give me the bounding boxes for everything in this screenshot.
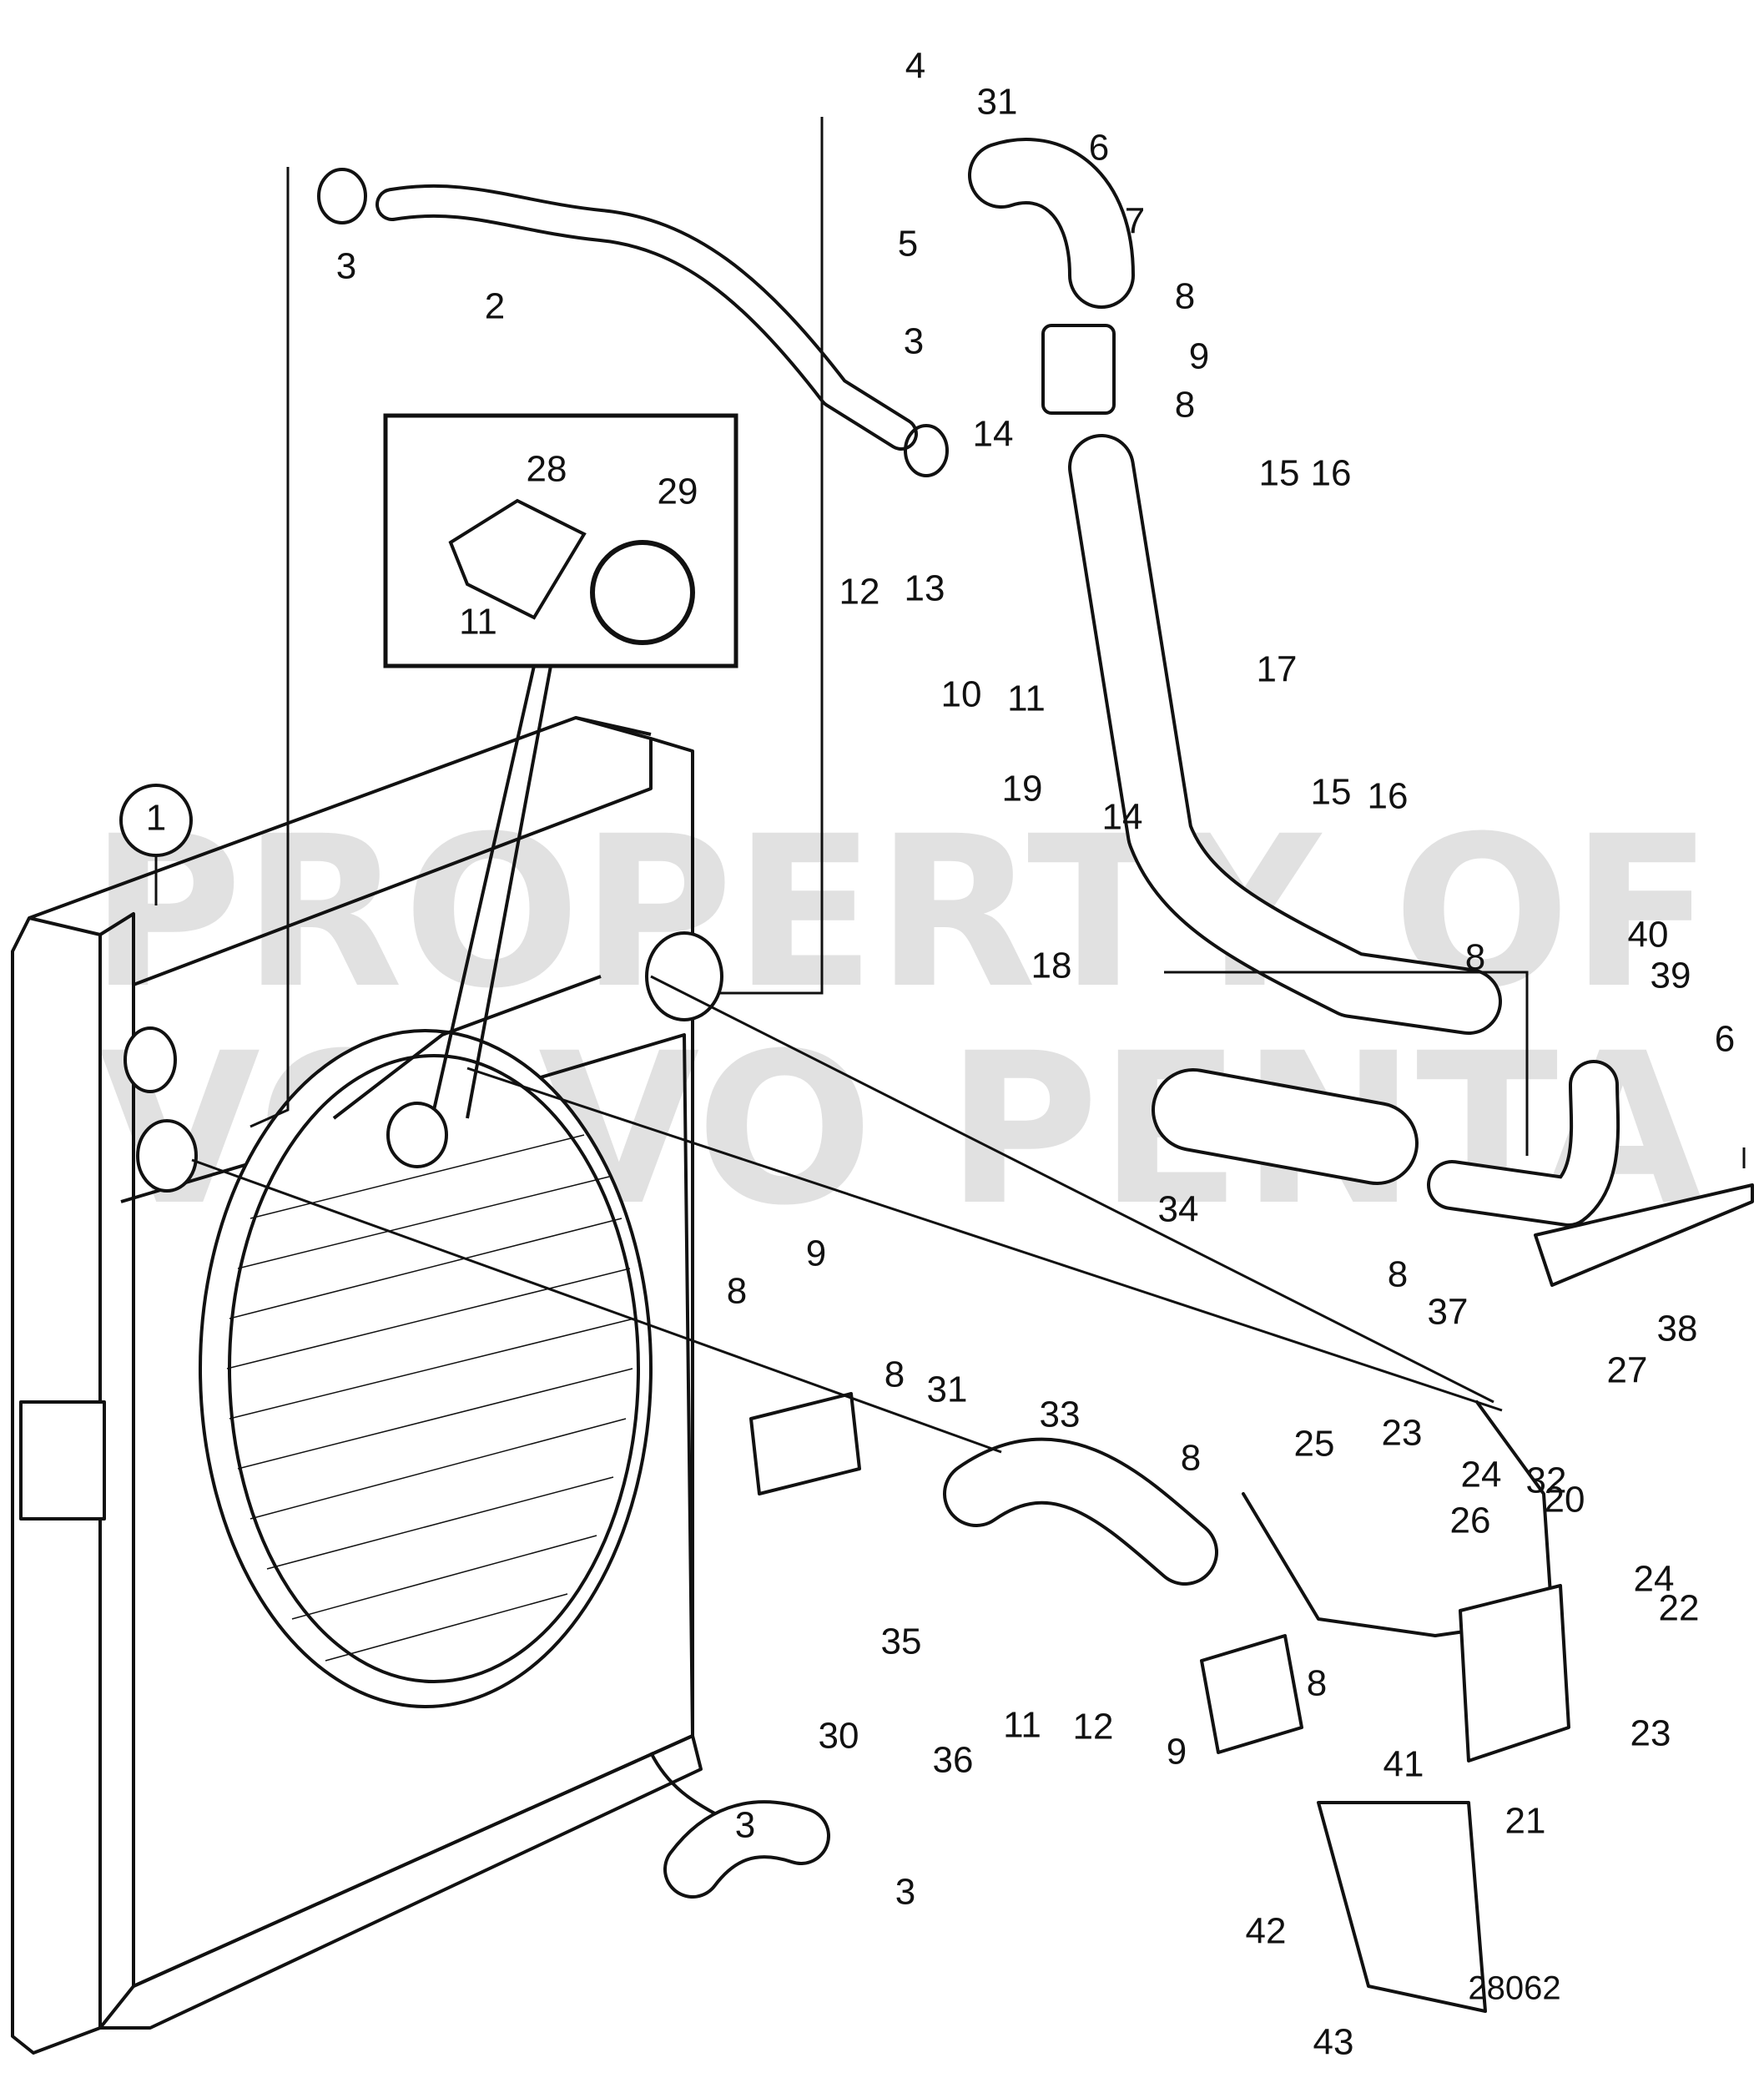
part-label: 6 — [1715, 1019, 1735, 1060]
part-label: 37 — [1428, 1292, 1469, 1333]
part-label: 9 — [1189, 336, 1209, 377]
radiator-assembly — [11, 716, 727, 2055]
part-label: 30 — [819, 1716, 859, 1757]
part-label: 31 — [927, 1369, 968, 1410]
part-label: 8 — [885, 1354, 905, 1395]
part-label: 18 — [1031, 946, 1072, 986]
part-label: 23 — [1382, 1413, 1423, 1454]
part-label: 41 — [1383, 1744, 1424, 1785]
part-label: 9 — [806, 1233, 826, 1274]
part-label: 14 — [973, 414, 1014, 455]
part-label: 11 — [459, 602, 497, 643]
part-label: 17 — [1257, 649, 1298, 690]
part-label: 36 — [933, 1740, 974, 1781]
part-label: 22 — [1659, 1588, 1700, 1629]
part-label: 12 — [1073, 1707, 1114, 1747]
part-label: 8 — [1181, 1438, 1201, 1479]
part-label: 5 — [898, 224, 918, 265]
part-label: 16 — [1311, 453, 1352, 494]
part-label: 14 — [1102, 797, 1143, 838]
part-label: 1 — [146, 798, 166, 839]
part-label: 24 — [1634, 1559, 1675, 1600]
reference-lines — [191, 117, 1746, 1454]
diagram-number: 28062 — [1468, 1970, 1560, 2007]
part-label: 43 — [1313, 2022, 1354, 2063]
part-label: 28 — [527, 449, 567, 490]
part-label: 4 — [905, 46, 925, 87]
part-label: 3 — [735, 1805, 755, 1846]
part-labels: 1 2 3 3 3 3 4 5 6 6 7 8 8 8 8 8 8 8 8 9 … — [146, 46, 1735, 2063]
part-label: 16 — [1368, 776, 1409, 817]
part-label: 24 — [1461, 1455, 1502, 1495]
part-label: 8 — [727, 1271, 747, 1312]
part-label: 11 — [1007, 678, 1046, 719]
part-label: 19 — [1002, 769, 1043, 809]
part-label: 40 — [1628, 915, 1669, 956]
part-label: 2 — [485, 286, 505, 327]
part-label: 31 — [977, 82, 1018, 123]
part-label: 11 — [1003, 1705, 1041, 1746]
part-label: 3 — [904, 321, 924, 362]
part-label: 32 — [1526, 1460, 1567, 1501]
part-label: 34 — [1158, 1189, 1199, 1230]
part-label: 12 — [839, 572, 880, 613]
part-label: 27 — [1607, 1350, 1648, 1391]
part-label: 10 — [941, 674, 982, 715]
part-label: 15 — [1259, 453, 1300, 494]
part-label: 35 — [881, 1621, 922, 1662]
part-label: 6 — [1089, 128, 1109, 169]
part-label: 13 — [905, 568, 945, 609]
part-label: 8 — [1175, 385, 1195, 426]
part-label: 8 — [1307, 1663, 1327, 1704]
part-label: 7 — [1125, 201, 1145, 242]
inset-detail-box — [383, 413, 738, 1119]
part-label: 25 — [1294, 1424, 1335, 1465]
part-label: 23 — [1630, 1713, 1671, 1754]
part-label: 21 — [1505, 1801, 1546, 1842]
part-label: 3 — [895, 1872, 915, 1913]
part-label: 20 — [1545, 1480, 1585, 1521]
part-label: 9 — [1167, 1732, 1187, 1773]
part-label: 8 — [1175, 276, 1195, 317]
piping — [317, 138, 1754, 2013]
part-label: 8 — [1388, 1254, 1408, 1295]
part-label: 3 — [336, 246, 356, 287]
part-label: 38 — [1657, 1309, 1698, 1349]
part-label: 29 — [658, 472, 698, 512]
part-label: 39 — [1651, 956, 1691, 996]
part-label: 42 — [1246, 1911, 1287, 1952]
part-label: 33 — [1040, 1394, 1081, 1435]
part-label: 15 — [1311, 772, 1352, 813]
part-label: 26 — [1450, 1500, 1491, 1541]
part-label: 8 — [1465, 937, 1485, 978]
